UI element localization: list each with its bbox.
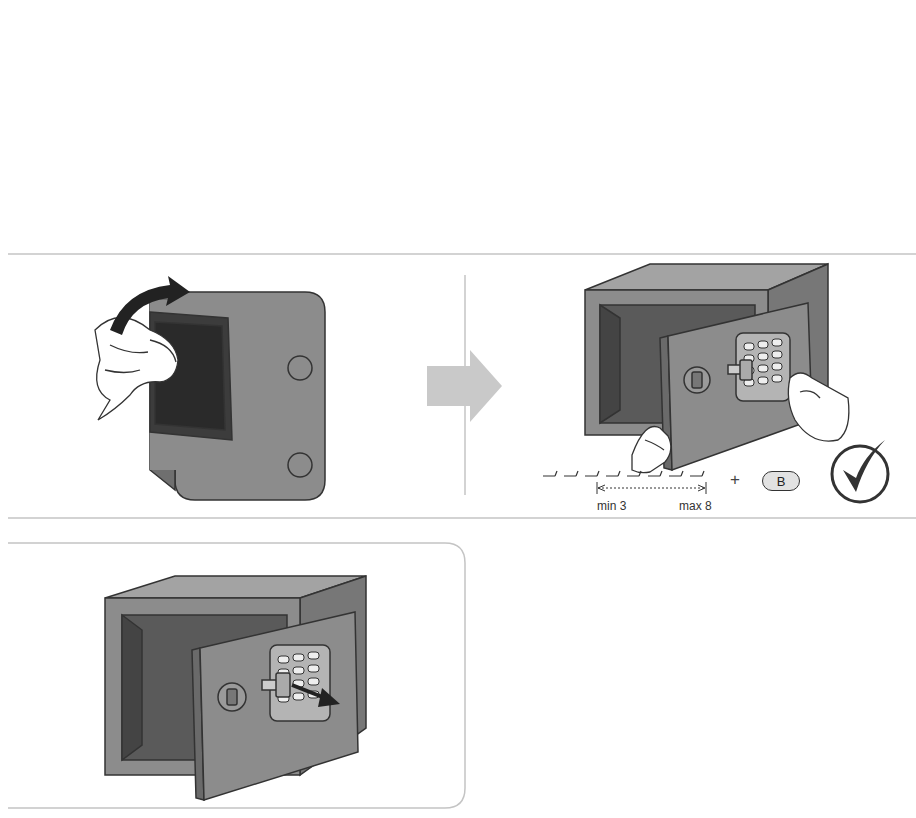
dimension-label: min 3 xyxy=(597,500,626,512)
dimension-label: max 8 xyxy=(679,500,712,512)
safe-door xyxy=(740,360,752,380)
safe-door xyxy=(736,333,790,401)
code-digit-marks xyxy=(690,471,704,476)
safe-door xyxy=(692,372,702,388)
hand xyxy=(110,345,148,353)
code-digit-marks xyxy=(648,471,662,476)
step-arrow xyxy=(427,350,502,422)
dimension-line xyxy=(597,482,706,494)
safe-door xyxy=(758,365,768,372)
safe-door xyxy=(758,341,768,348)
code-digit-marks xyxy=(564,471,578,476)
code-digit-marks xyxy=(543,471,557,476)
safe-door xyxy=(758,377,768,384)
door-back xyxy=(150,292,325,500)
hand xyxy=(632,427,671,473)
safe-door xyxy=(308,678,319,685)
safe-door xyxy=(308,652,319,659)
code-digit-marks xyxy=(627,471,641,476)
safe-door xyxy=(218,683,246,711)
safe-door xyxy=(684,367,710,393)
hand xyxy=(800,391,820,398)
safe-door xyxy=(758,353,768,360)
key-button: B xyxy=(762,471,800,491)
safe-door xyxy=(772,375,782,382)
safe-door xyxy=(293,693,304,700)
panel-frame xyxy=(8,517,916,519)
safe-door xyxy=(270,645,330,721)
safe-door xyxy=(308,665,319,672)
hand xyxy=(645,440,664,450)
code-digit-marks xyxy=(606,471,620,476)
safe-door xyxy=(278,656,289,663)
rotate-arrow xyxy=(110,276,190,335)
hand xyxy=(788,373,849,441)
step-arrow xyxy=(427,350,502,422)
operator-symbol: + xyxy=(730,471,740,488)
hand xyxy=(105,370,140,373)
hand xyxy=(632,373,849,473)
safe-body xyxy=(600,305,620,423)
check-mark xyxy=(832,440,888,502)
safe-door xyxy=(276,673,290,697)
pull-arrow xyxy=(292,685,325,698)
hand xyxy=(95,318,178,421)
safe-door xyxy=(772,339,782,346)
safe-body xyxy=(122,615,142,760)
code-digit-marks xyxy=(585,471,599,476)
pull-arrow xyxy=(318,688,340,707)
door-back xyxy=(150,300,290,470)
safe-door xyxy=(772,363,782,370)
safe-door xyxy=(192,612,358,800)
safe-door xyxy=(293,654,304,661)
panel-frame xyxy=(8,543,465,808)
rotate-arrow xyxy=(110,276,190,335)
dimension-line xyxy=(706,482,707,494)
safe-door xyxy=(744,343,754,350)
code-digit-marks xyxy=(669,471,683,476)
code-digit-marks xyxy=(543,471,704,476)
dimension-line xyxy=(598,488,705,489)
hand xyxy=(150,340,176,362)
panel-frame xyxy=(8,254,916,808)
check-mark xyxy=(843,440,885,492)
safe-door xyxy=(772,351,782,358)
button-label: B xyxy=(777,475,786,488)
pull-arrow xyxy=(292,685,340,707)
door-back xyxy=(288,453,312,477)
safe-door xyxy=(200,612,358,800)
hand xyxy=(95,318,178,421)
dimension-line xyxy=(597,482,598,494)
safe-door xyxy=(293,667,304,674)
safe-door xyxy=(227,689,237,705)
door-back xyxy=(288,356,312,380)
panel-frame xyxy=(8,253,916,255)
